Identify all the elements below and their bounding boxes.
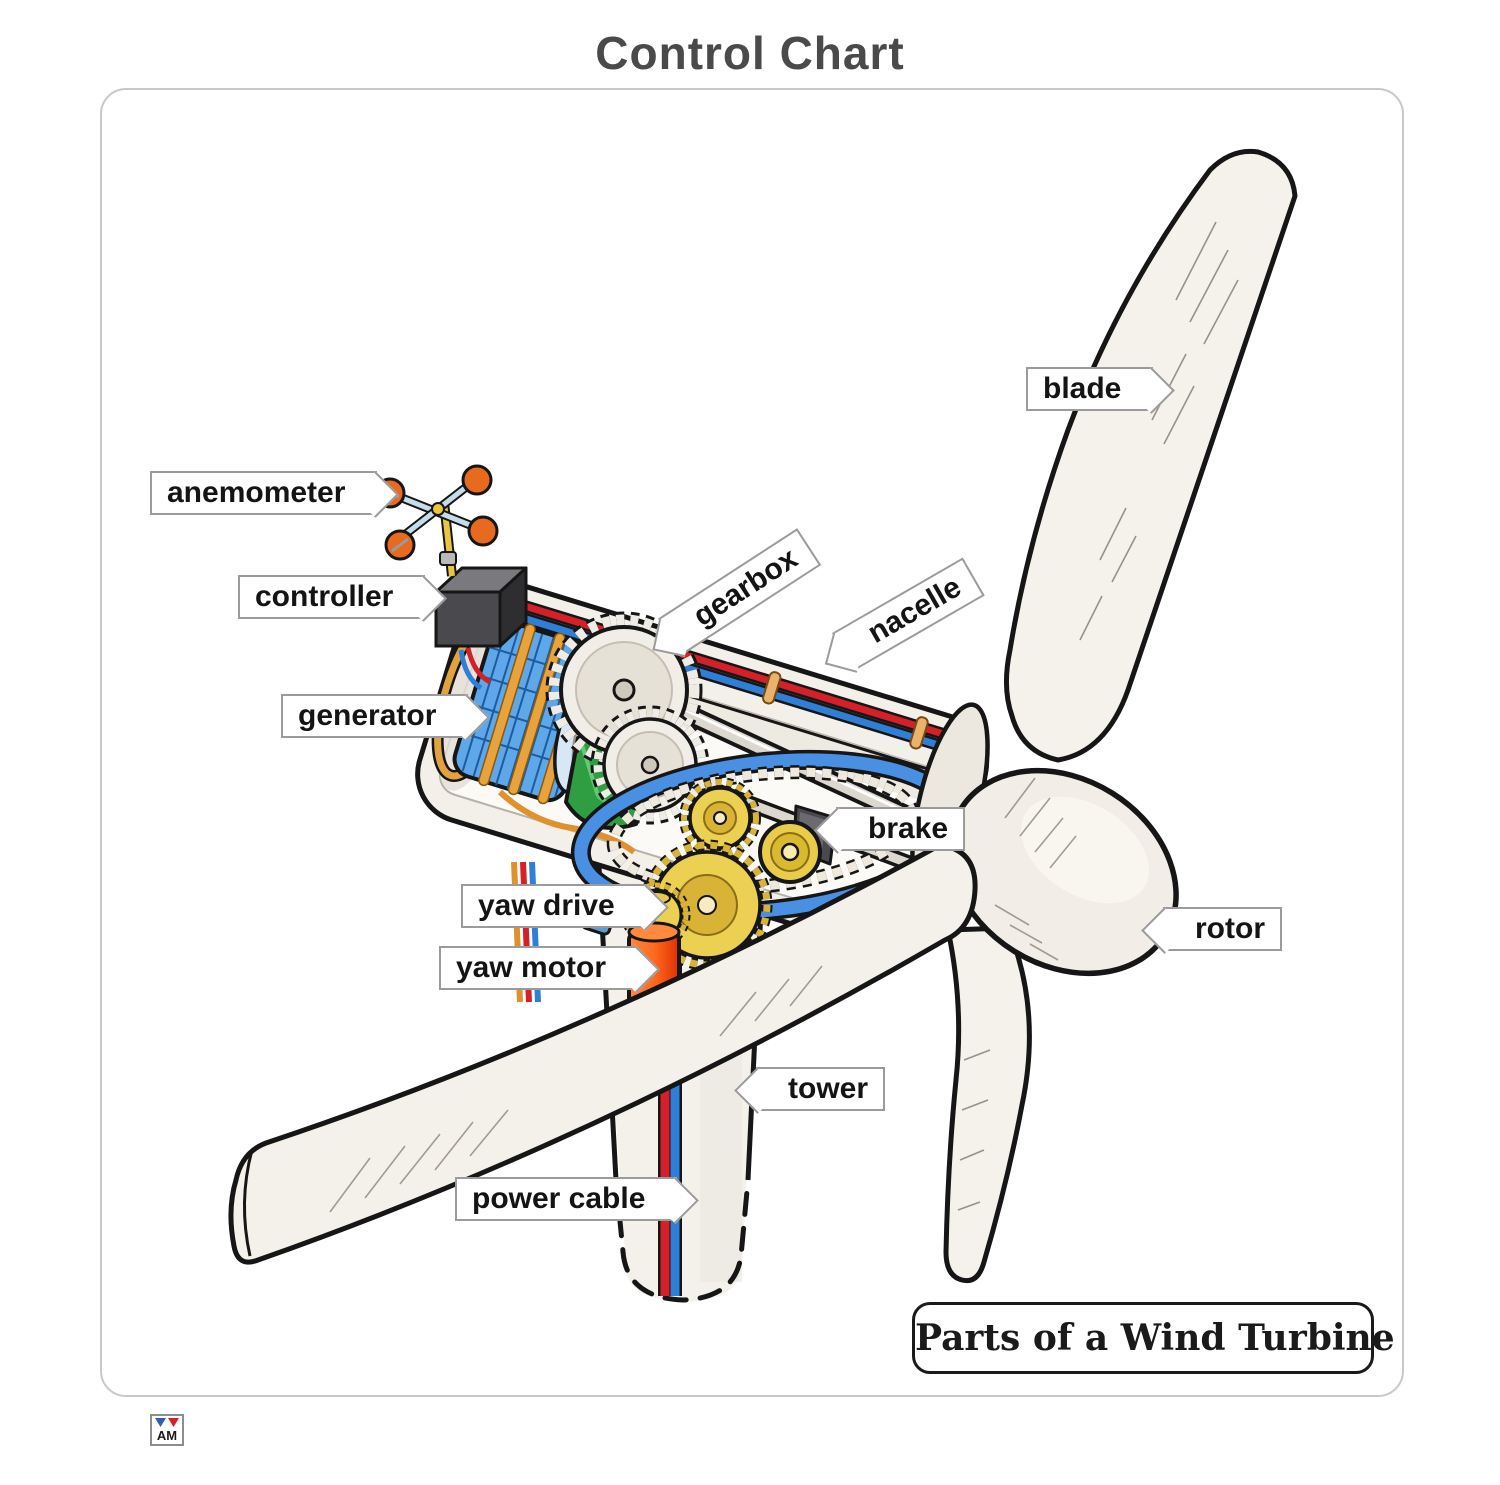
label-generator: generator [281, 694, 469, 738]
logo-icon: AM [155, 1418, 179, 1443]
blade-top [1003, 148, 1298, 763]
label-brake: brake [836, 807, 966, 851]
anemometer [374, 464, 499, 577]
label-power-cable: power cable [455, 1177, 678, 1221]
blade-bottom [943, 925, 1032, 1284]
label-anemometer: anemometer [150, 471, 378, 515]
publisher-logo: AM [150, 1414, 184, 1446]
svg-text:AM: AM [157, 1428, 177, 1443]
controller [434, 566, 528, 691]
label-tower: tower [756, 1067, 886, 1111]
label-blade: blade [1026, 367, 1154, 411]
caption-box: Parts of a Wind Turbine [912, 1302, 1395, 1374]
label-yaw-drive: yaw drive [461, 884, 647, 928]
page-title: Control Chart [595, 27, 905, 79]
label-controller: controller [238, 575, 426, 619]
label-rotor: rotor [1163, 907, 1282, 951]
rotor-hub [947, 767, 1179, 977]
brake [758, 804, 838, 884]
blade-left [228, 842, 978, 1265]
label-yaw-motor: yaw motor [439, 946, 639, 990]
